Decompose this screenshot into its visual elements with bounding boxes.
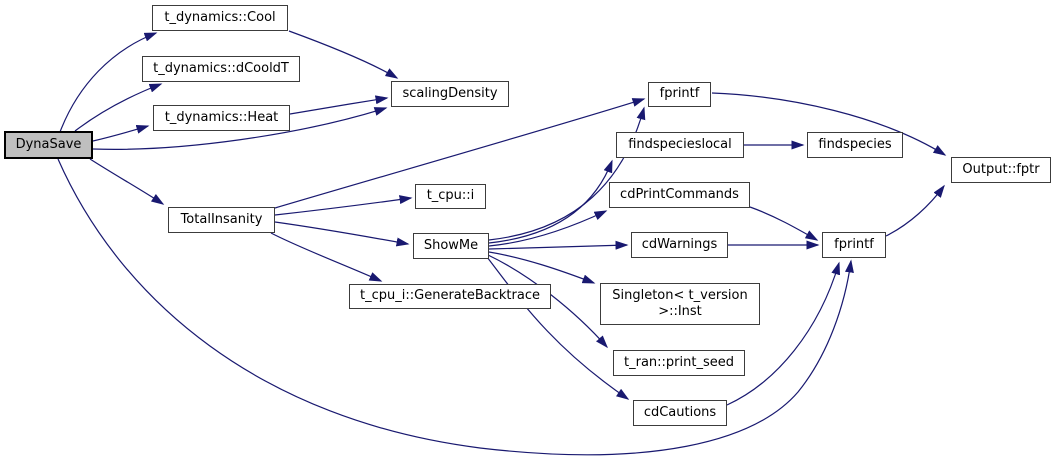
edge-cool-to-scalingdensity (288, 30, 399, 79)
node-t-cpu-i[interactable]: t_cpu::i (415, 184, 486, 209)
node-fprintf2[interactable]: fprintf (822, 232, 886, 258)
node-label: cdWarnings (641, 236, 718, 252)
edge-dynasave-to-fprintf2 (57, 158, 854, 456)
edge-showme-to-fprintf1 (488, 106, 646, 241)
node-label: t_dynamics::Cool (164, 9, 276, 25)
node-singletoninst[interactable]: Singleton< t_version >::Inst (600, 283, 760, 325)
edge-cdprintcommands-to-fprintf2 (749, 206, 819, 241)
edge-dynasave-to-heat (92, 124, 150, 142)
node-label: cdCautions (643, 404, 717, 420)
node-dcooldt[interactable]: t_dynamics::dCooldT (142, 56, 300, 82)
node-label: findspecies (818, 136, 892, 152)
node-label: TotalInsanity (180, 211, 263, 227)
node-label: Output::fptr (962, 161, 1040, 177)
node-label: findspecieslocal (628, 136, 732, 152)
edge-heat-to-scalingdensity (289, 95, 389, 115)
edge-cdcautions-to-fprintf2 (726, 261, 841, 406)
edge-showme-to-cdcautions (486, 256, 630, 400)
node-cdwarnings[interactable]: cdWarnings (631, 232, 728, 258)
edge-dynasave-to-scalingdensity (92, 107, 388, 150)
edge-dynasave-to-totalinsanity (89, 158, 165, 205)
edge-totalinsanity-to-fprintf1 (274, 98, 646, 209)
node-label: t_ran::print_seed (624, 354, 734, 370)
node-findspecieslocal[interactable]: findspecieslocal (616, 132, 744, 158)
node-showme[interactable]: ShowMe (413, 233, 489, 259)
edge-dynasave-to-cool (59, 32, 158, 133)
node-label: t_cpu_i::GenerateBacktrace (360, 288, 540, 304)
node-label: scalingDensity (402, 85, 498, 101)
node-label: ShowMe (423, 237, 479, 253)
edge-group (57, 30, 947, 456)
node-label: t_dynamics::Heat (164, 109, 279, 125)
edge-totalinsanity-to-generatebacktrace (270, 232, 383, 282)
node-output-fptr[interactable]: Output::fptr (951, 157, 1051, 183)
node-print-seed[interactable]: t_ran::print_seed (613, 350, 745, 376)
edge-showme-to-cdprintcommands (488, 210, 608, 247)
node-findspecies[interactable]: findspecies (807, 132, 903, 158)
node-label: DynaSave (15, 136, 82, 152)
node-fprintf1[interactable]: fprintf (648, 82, 711, 107)
edge-totalinsanity-to-t-cpu-i (274, 195, 413, 216)
node-dynasave[interactable]: DynaSave (4, 131, 93, 159)
node-heat[interactable]: t_dynamics::Heat (153, 105, 290, 131)
edge-fprintf2-to-output-fptr (885, 184, 945, 237)
edge-totalinsanity-to-showme (274, 221, 410, 247)
node-cdcautions[interactable]: cdCautions (633, 400, 727, 426)
edge-showme-to-cdwarnings (488, 240, 629, 250)
node-generatebacktrace[interactable]: t_cpu_i::GenerateBacktrace (349, 284, 551, 309)
node-cdprintcommands[interactable]: cdPrintCommands (609, 182, 750, 208)
node-label: Singleton< t_version >::Inst (612, 287, 748, 319)
edge-dynasave-to-dcooldt (74, 83, 163, 132)
node-label: fprintf (834, 236, 874, 252)
node-label: cdPrintCommands (620, 186, 739, 202)
node-label: t_dynamics::dCooldT (153, 60, 289, 76)
node-cool[interactable]: t_dynamics::Cool (152, 5, 288, 31)
edge-showme-to-print-seed (487, 254, 608, 349)
edge-fprintf1-to-output-fptr (711, 92, 947, 156)
edge-showme-to-singletoninst (488, 251, 596, 284)
node-label: t_cpu::i (426, 188, 475, 204)
node-scalingdensity[interactable]: scalingDensity (391, 81, 509, 107)
edge-showme-to-findspecieslocal (488, 159, 613, 244)
node-totalinsanity[interactable]: TotalInsanity (168, 207, 275, 233)
node-label: fprintf (659, 86, 700, 102)
